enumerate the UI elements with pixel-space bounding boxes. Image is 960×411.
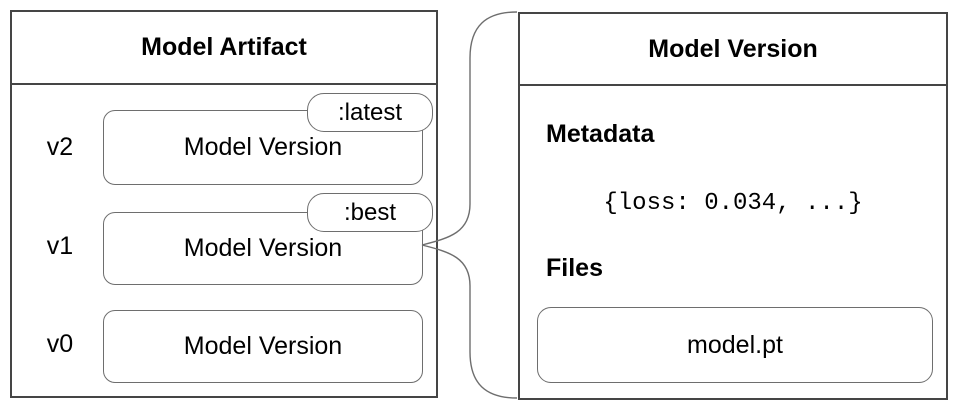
model-version-box-v0-text: Model Version — [183, 332, 343, 360]
model-version-box-v0: Model Version — [103, 310, 423, 383]
alias-badge-latest: :latest — [307, 93, 433, 132]
version-label-v2: v2 — [46, 132, 74, 161]
version-label-v0: v0 — [46, 329, 74, 358]
model-artifact-title: Model Artifact — [141, 33, 307, 61]
version-label-v1: v1 — [46, 231, 74, 260]
metadata-heading: Metadata — [546, 120, 655, 148]
model-artifact-header: Model Artifact — [12, 12, 436, 85]
alias-badge-best-text: :best — [343, 198, 397, 226]
metadata-value: {loss: 0.034, ...} — [603, 190, 863, 217]
model-version-box-v1-text: Model Version — [183, 234, 343, 262]
model-version-header: Model Version — [520, 14, 946, 86]
model-version-title: Model Version — [648, 34, 818, 63]
model-version-box-v2-text: Model Version — [183, 133, 343, 161]
alias-badge-latest-text: :latest — [337, 98, 403, 126]
alias-badge-best: :best — [307, 193, 433, 232]
files-heading: Files — [546, 254, 603, 282]
model-version-panel: Model Version Metadata {loss: 0.034, ...… — [518, 12, 948, 400]
file-item-name: model.pt — [687, 330, 783, 359]
file-item-box: model.pt — [537, 307, 933, 383]
model-artifact-panel: Model Artifact v2 Model Version :latest … — [10, 10, 438, 398]
